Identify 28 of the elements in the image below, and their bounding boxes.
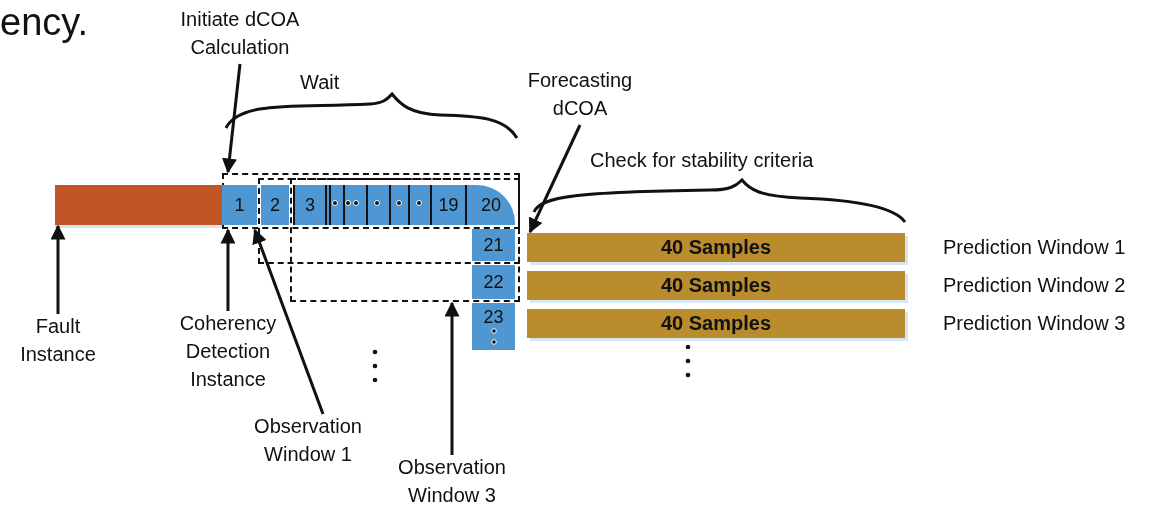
annotation-text: Coherency Detection Instance bbox=[168, 309, 288, 397]
time-step-cell: 22 bbox=[472, 265, 515, 299]
time-step-cell: 3 bbox=[293, 185, 325, 225]
annotation-text: Fault Instance bbox=[8, 312, 108, 370]
time-step-cell: 1 bbox=[222, 185, 257, 225]
arrow bbox=[50, 224, 66, 314]
arrow bbox=[444, 301, 460, 455]
window-caption: Prediction Window 3 bbox=[943, 311, 1126, 336]
window-caption: Prediction Window 2 bbox=[943, 273, 1126, 298]
fault-bar bbox=[55, 185, 222, 225]
time-step-cell: 20 bbox=[465, 185, 515, 225]
window-caption: Prediction Window 1 bbox=[943, 235, 1126, 260]
time-step-cell: 2 bbox=[261, 185, 289, 225]
arrow bbox=[220, 228, 236, 311]
bracket-label: Wait bbox=[300, 70, 340, 95]
annotation-text: Forecasting dCOA bbox=[510, 66, 650, 124]
arrow bbox=[528, 124, 582, 234]
time-step-cell: 19 bbox=[430, 185, 465, 225]
annotation-text: Initiate dCOA Calculation bbox=[150, 5, 330, 63]
bracket-label: Check for stability criteria bbox=[590, 148, 814, 173]
prediction-window-bar: 40 Samples bbox=[527, 233, 905, 262]
arrow bbox=[222, 63, 242, 174]
prediction-window-bar: 40 Samples bbox=[527, 271, 905, 300]
time-step-cell: 21 bbox=[472, 229, 515, 261]
arrow bbox=[252, 228, 325, 415]
prediction-window-bar: 40 Samples bbox=[527, 309, 905, 338]
heading-fragment: ency. bbox=[0, 0, 88, 44]
time-step-cell: 23 bbox=[472, 303, 515, 350]
